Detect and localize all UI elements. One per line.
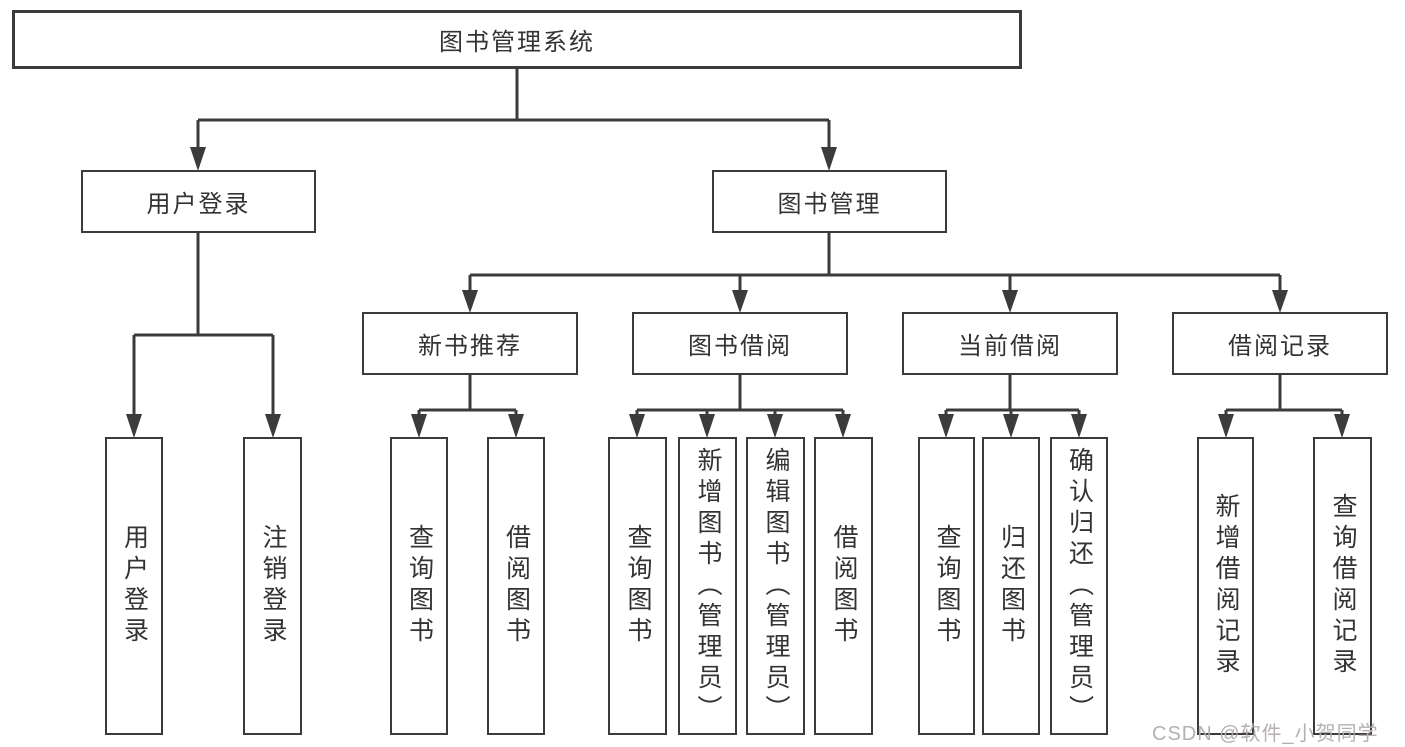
- node-new-book-recommend: 新书推荐: [362, 312, 578, 375]
- leaf-records-query-record-label: 查询借阅记录: [1329, 493, 1357, 679]
- leaf-current-query-books: 查询图书: [918, 437, 975, 735]
- leaf-newbook-query-books-label: 查询图书: [405, 524, 434, 648]
- node-current-borrowing-label: 当前借阅: [958, 333, 1062, 360]
- leaf-current-confirm-return-admin: 确认归还（管理员）: [1050, 437, 1108, 735]
- node-user-login: 用户登录: [81, 170, 316, 233]
- leaf-records-query-record: 查询借阅记录: [1313, 437, 1372, 735]
- leaf-borrowing-edit-books-admin: 编辑图书（管理员）: [746, 437, 805, 735]
- node-book-borrowing: 图书借阅: [632, 312, 848, 375]
- leaf-borrowing-add-books-admin: 新增图书（管理员）: [678, 437, 737, 735]
- leaf-current-return-books-label: 归还图书: [997, 524, 1026, 648]
- leaf-user-login: 用户登录: [105, 437, 163, 735]
- node-book-management: 图书管理: [712, 170, 947, 233]
- leaf-current-return-books: 归还图书: [982, 437, 1040, 735]
- leaf-records-add-record-label: 新增借阅记录: [1212, 493, 1240, 679]
- leaf-borrowing-add-books-admin-label: 新增图书（管理员）: [694, 446, 722, 726]
- node-user-login-label: 用户登录: [146, 191, 251, 218]
- leaf-logout: 注销登录: [243, 437, 302, 735]
- leaf-current-confirm-return-admin-label: 确认归还（管理员）: [1065, 446, 1094, 726]
- node-borrowing-records-label: 借阅记录: [1228, 333, 1332, 360]
- leaf-newbook-query-books: 查询图书: [390, 437, 448, 735]
- leaf-newbook-borrow-books-label: 借阅图书: [502, 524, 531, 648]
- leaf-borrowing-borrow-books: 借阅图书: [814, 437, 873, 735]
- leaf-records-add-record: 新增借阅记录: [1197, 437, 1254, 735]
- arrowheads: [126, 147, 1350, 438]
- node-new-book-recommend-label: 新书推荐: [418, 333, 522, 360]
- leaf-logout-label: 注销登录: [259, 524, 287, 648]
- leaf-borrowing-borrow-books-label: 借阅图书: [830, 524, 858, 648]
- watermark: CSDN @软件_小贺同学: [1152, 723, 1379, 745]
- leaf-borrowing-query-books: 查询图书: [608, 437, 667, 735]
- node-root: 图书管理系统: [12, 10, 1022, 69]
- node-root-label: 图书管理系统: [439, 29, 595, 56]
- node-book-management-label: 图书管理: [777, 191, 882, 218]
- node-current-borrowing: 当前借阅: [902, 312, 1118, 375]
- leaf-current-query-books-label: 查询图书: [933, 524, 961, 648]
- node-book-borrowing-label: 图书借阅: [688, 333, 792, 360]
- node-borrowing-records: 借阅记录: [1172, 312, 1388, 375]
- leaf-user-login-label: 用户登录: [120, 524, 149, 648]
- leaf-borrowing-edit-books-admin-label: 编辑图书（管理员）: [762, 446, 790, 726]
- leaf-borrowing-query-books-label: 查询图书: [624, 524, 652, 648]
- leaf-newbook-borrow-books: 借阅图书: [487, 437, 545, 735]
